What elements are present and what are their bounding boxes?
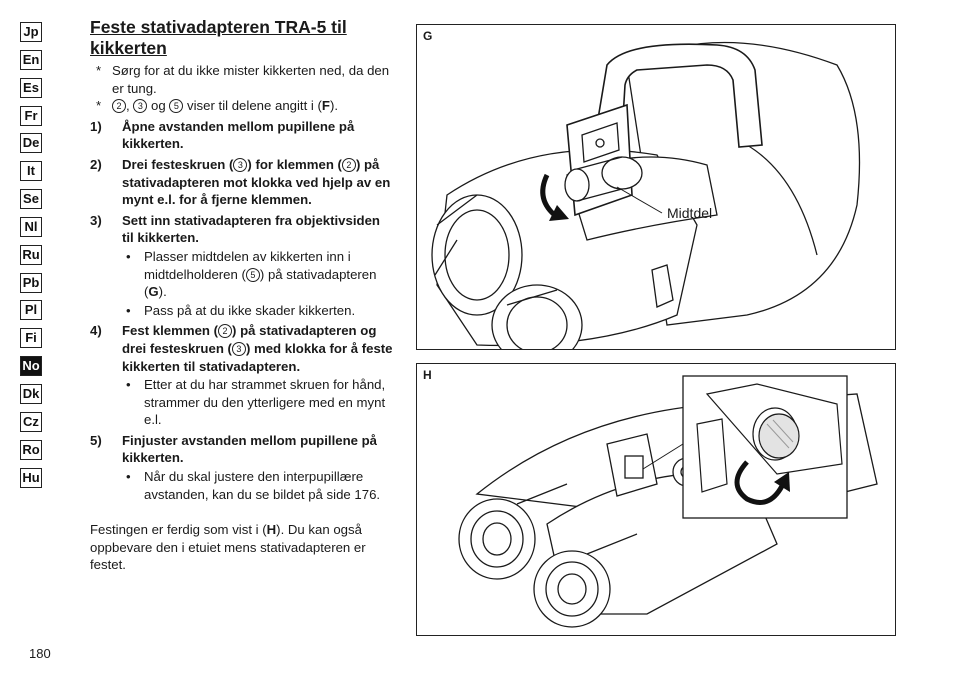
- note-1: * Sørg for at du ikke mister kikkerten n…: [96, 63, 390, 96]
- step-4: 4) Fest klemmen (2) på stativadapteren o…: [90, 323, 393, 374]
- figure-g: G Midtdel: [416, 24, 896, 350]
- callout-number-3: 3: [231, 341, 246, 356]
- language-tab-fr[interactable]: Fr: [20, 105, 42, 126]
- step-3-bullet-2: • Pass på at du ikke skader kikkerten.: [126, 302, 356, 318]
- language-tab-nl[interactable]: Nl: [20, 216, 42, 237]
- figure-g-label: G: [423, 29, 433, 43]
- binocular-adapter-illustration-g: [431, 41, 861, 349]
- language-tab-de[interactable]: De: [20, 133, 42, 154]
- language-tab-it[interactable]: It: [20, 161, 42, 182]
- language-tab-dk[interactable]: Dk: [20, 383, 42, 404]
- callout-number-5: 5: [169, 99, 184, 114]
- title-line-2: kikkerten: [90, 38, 167, 58]
- language-tab-en[interactable]: En: [20, 49, 42, 70]
- language-tab-jp[interactable]: Jp: [20, 22, 42, 42]
- language-tab-ru[interactable]: Ru: [20, 244, 42, 265]
- language-tab-pl[interactable]: Pl: [20, 300, 42, 321]
- page-number: 180: [29, 646, 51, 661]
- language-tab-se[interactable]: Se: [20, 189, 42, 210]
- language-tab-hu[interactable]: Hu: [20, 467, 42, 488]
- step-5: 5) Finjuster avstanden mellom pupillene …: [90, 432, 378, 466]
- midtdel-callout: Midtdel: [667, 205, 713, 221]
- instructions-column: Feste stativadapteren TRA-5 til kikkerte…: [90, 17, 395, 574]
- language-tab-es[interactable]: Es: [20, 77, 42, 98]
- callout-number-5: 5: [245, 267, 260, 282]
- figure-h: H: [416, 363, 896, 636]
- step-4-bullet-1: • Etter at du har strammet skruen for hå…: [126, 377, 386, 428]
- binocular-mounted-illustration-h: [458, 375, 878, 628]
- callout-number-3: 3: [233, 157, 248, 172]
- callout-number-2: 2: [112, 99, 126, 114]
- language-tab-cz[interactable]: Cz: [20, 411, 42, 432]
- title-line-1: Feste stativadapteren TRA-5 til: [90, 17, 347, 37]
- language-tab-pb[interactable]: Pb: [20, 272, 42, 293]
- callout-number-2: 2: [341, 157, 356, 172]
- step-5-bullet-1: • Når du skal justere den interpupillære…: [126, 469, 381, 502]
- section-title: Feste stativadapteren TRA-5 til kikkerte…: [90, 17, 395, 59]
- callout-number-2: 2: [218, 324, 233, 339]
- figure-h-label: H: [423, 368, 432, 382]
- language-tab-fi[interactable]: Fi: [20, 328, 42, 349]
- callout-number-3: 3: [133, 99, 148, 114]
- step-2: 2) Drei festeskruen (3) for klemmen (2) …: [90, 156, 391, 208]
- closing-paragraph: Festingen er ferdig som vist i (H). Du k…: [90, 522, 366, 573]
- language-tab-ro[interactable]: Ro: [20, 439, 42, 460]
- step-3-bullet-1: • Plasser midtdelen av kikkerten inn i m…: [126, 248, 377, 300]
- step-3: 3) Sett inn stativadapteren fra objektiv…: [90, 212, 380, 246]
- language-tab-no[interactable]: No: [20, 356, 42, 377]
- note-2: * 2, 3 og 5 viser til delene angitt i (F…: [96, 98, 339, 114]
- step-1: 1) Åpne avstanden mellom pupillene på ki…: [90, 118, 355, 152]
